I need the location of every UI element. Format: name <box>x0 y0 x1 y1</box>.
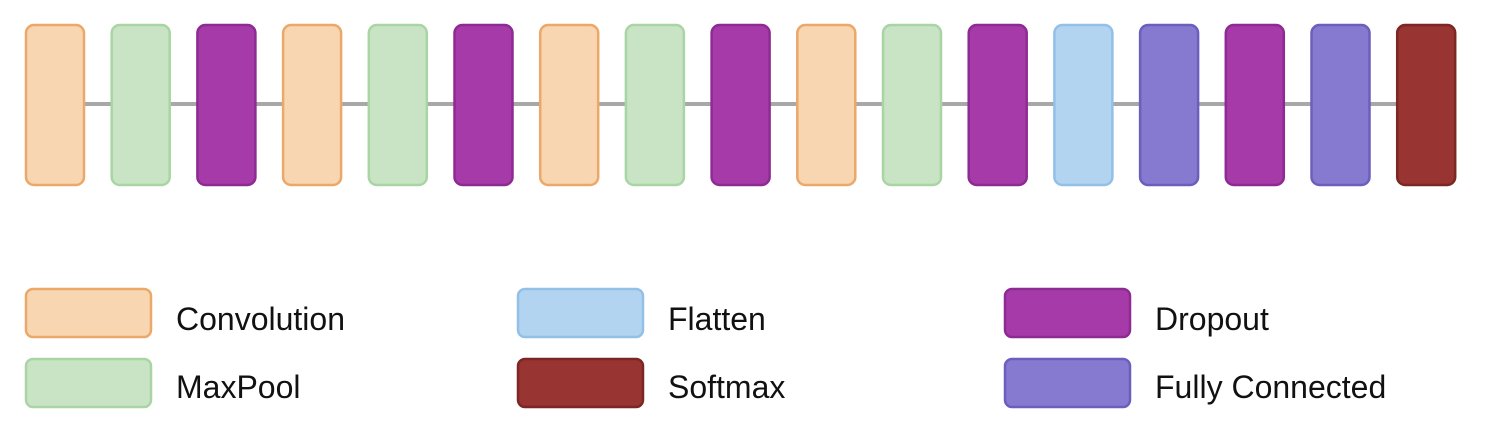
layer-dropout <box>453 23 514 187</box>
layer-convolution <box>538 23 600 187</box>
layer-dropout <box>196 23 257 187</box>
layer-dropout <box>710 23 771 187</box>
legend-label-dropout: Dropout <box>1155 301 1269 337</box>
legend-label-maxpool: MaxPool <box>176 369 301 405</box>
legend-label-flatten: Flatten <box>668 301 766 337</box>
layer-maxpool <box>624 23 686 187</box>
legend-label-fully-connected: Fully Connected <box>1155 369 1386 405</box>
legend-label-softmax: Softmax <box>668 369 785 405</box>
layer-maxpool <box>110 23 171 187</box>
layer-flatten <box>1053 23 1114 187</box>
legend-swatch-fully-connected <box>1003 357 1132 409</box>
layer-convolution <box>281 23 343 187</box>
legend-swatch-convolution <box>24 287 153 339</box>
layer-softmax <box>1395 23 1457 187</box>
legend-swatch-maxpool <box>24 357 153 409</box>
layer-maxpool <box>881 23 943 187</box>
layer-convolution <box>24 23 86 187</box>
layer-sequence <box>24 23 1457 187</box>
legend-swatch-dropout <box>1003 287 1132 339</box>
legend-label-convolution: Convolution <box>176 301 345 337</box>
legend-swatch-softmax <box>516 357 645 409</box>
layer-dropout <box>1224 23 1286 187</box>
layer-convolution <box>796 23 857 187</box>
layer-maxpool <box>367 23 429 187</box>
layer-fully-connected <box>1138 23 1200 187</box>
layer-fully-connected <box>1310 23 1371 187</box>
layer-dropout <box>967 23 1028 187</box>
legend-swatch-flatten <box>516 287 645 339</box>
